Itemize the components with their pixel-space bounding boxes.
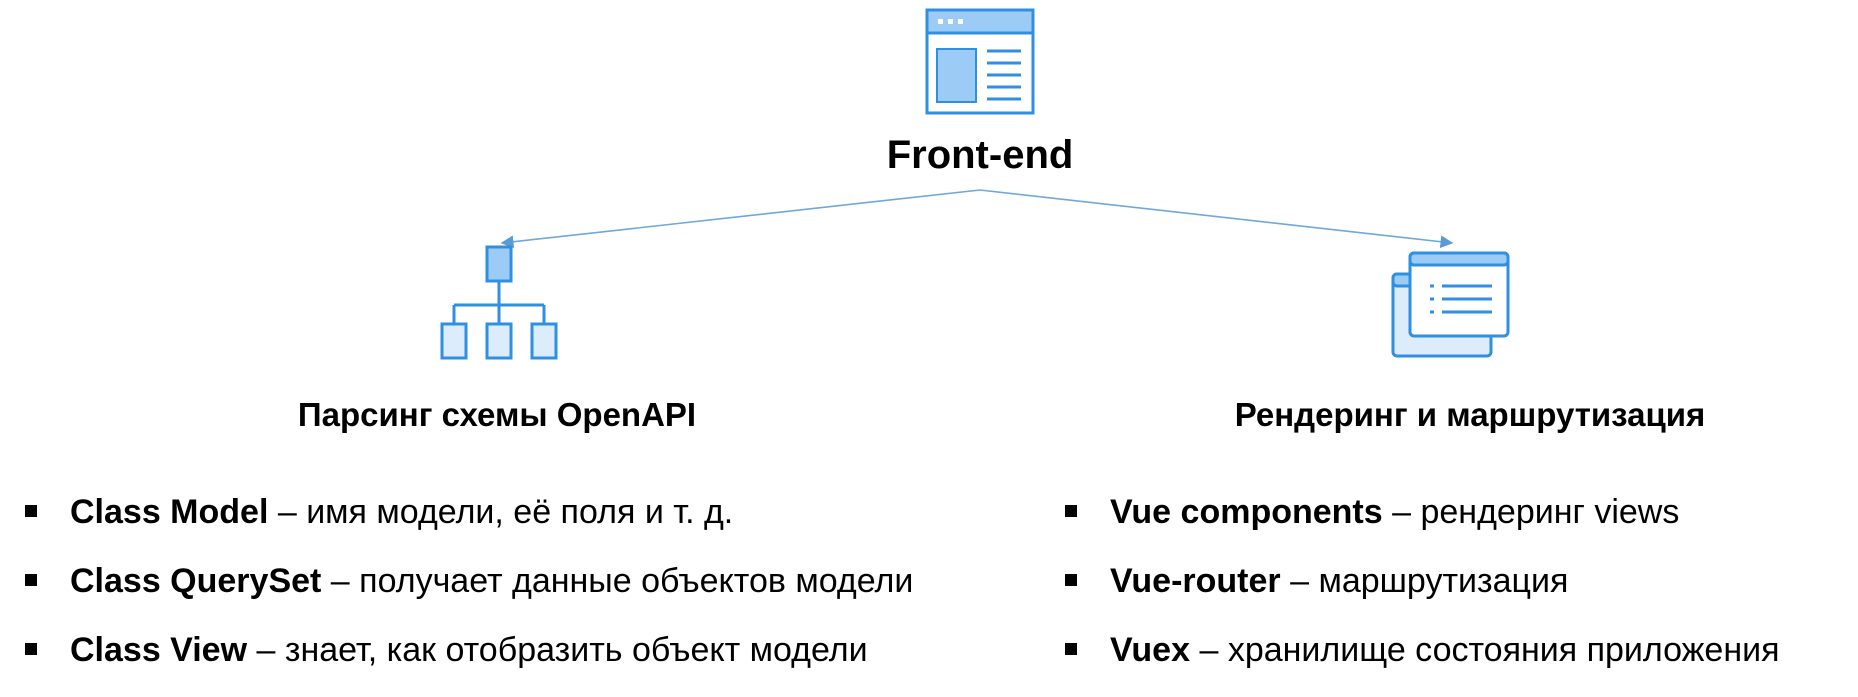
left-branch-list: Class Model – имя модели, её поля и т. д… — [25, 490, 913, 697]
arrow-to-right-branch — [979, 189, 1454, 249]
left-branch-title: Парсинг схемы OpenAPI — [297, 396, 697, 433]
list-item: Vue-router – маршрутизация — [1065, 559, 1780, 628]
square-bullet-icon — [25, 643, 37, 655]
square-bullet-icon — [25, 574, 37, 586]
square-bullet-icon — [1065, 505, 1077, 517]
root-title: Front-end — [886, 133, 1074, 177]
list-item-term: Class View — [70, 631, 248, 669]
list-item-description: – знает, как отобразить объект модели — [247, 631, 868, 669]
browser-window-icon — [925, 8, 1035, 115]
list-item-description: – рендеринг views — [1382, 493, 1680, 531]
list-item-description: – имя модели, её поля и т. д. — [268, 493, 734, 531]
list-item-term: Class Model — [70, 493, 269, 531]
right-branch-title: Рендеринг и маршрутизация — [1234, 396, 1706, 433]
right-branch-list: Vue components – рендеринг views Vue-rou… — [1065, 490, 1780, 697]
list-item: Class Model – имя модели, её поля и т. д… — [25, 490, 913, 559]
arrow-to-left-branch — [500, 189, 981, 249]
list-item-term: Vuex — [1110, 631, 1191, 669]
list-item: Class View – знает, как отобразить объек… — [25, 628, 913, 697]
stacked-windows-icon — [1391, 251, 1510, 358]
list-item: Vue components – рендеринг views — [1065, 490, 1780, 559]
list-item: Vuex – хранилище состояния приложения — [1065, 628, 1780, 697]
square-bullet-icon — [1065, 574, 1077, 586]
list-item: Class QuerySet – получает данные объекто… — [25, 559, 913, 628]
list-item-term: Class QuerySet — [70, 562, 322, 600]
hierarchy-icon — [440, 245, 558, 360]
list-item-description: – маршрутизация — [1280, 562, 1569, 600]
square-bullet-icon — [1065, 643, 1077, 655]
square-bullet-icon — [25, 505, 37, 517]
list-item-description: – хранилище состояния приложения — [1190, 631, 1780, 669]
list-item-term: Vue-router — [1110, 562, 1281, 600]
list-item-description: – получает данные объектов модели — [321, 562, 914, 600]
list-item-term: Vue components — [1110, 493, 1383, 531]
